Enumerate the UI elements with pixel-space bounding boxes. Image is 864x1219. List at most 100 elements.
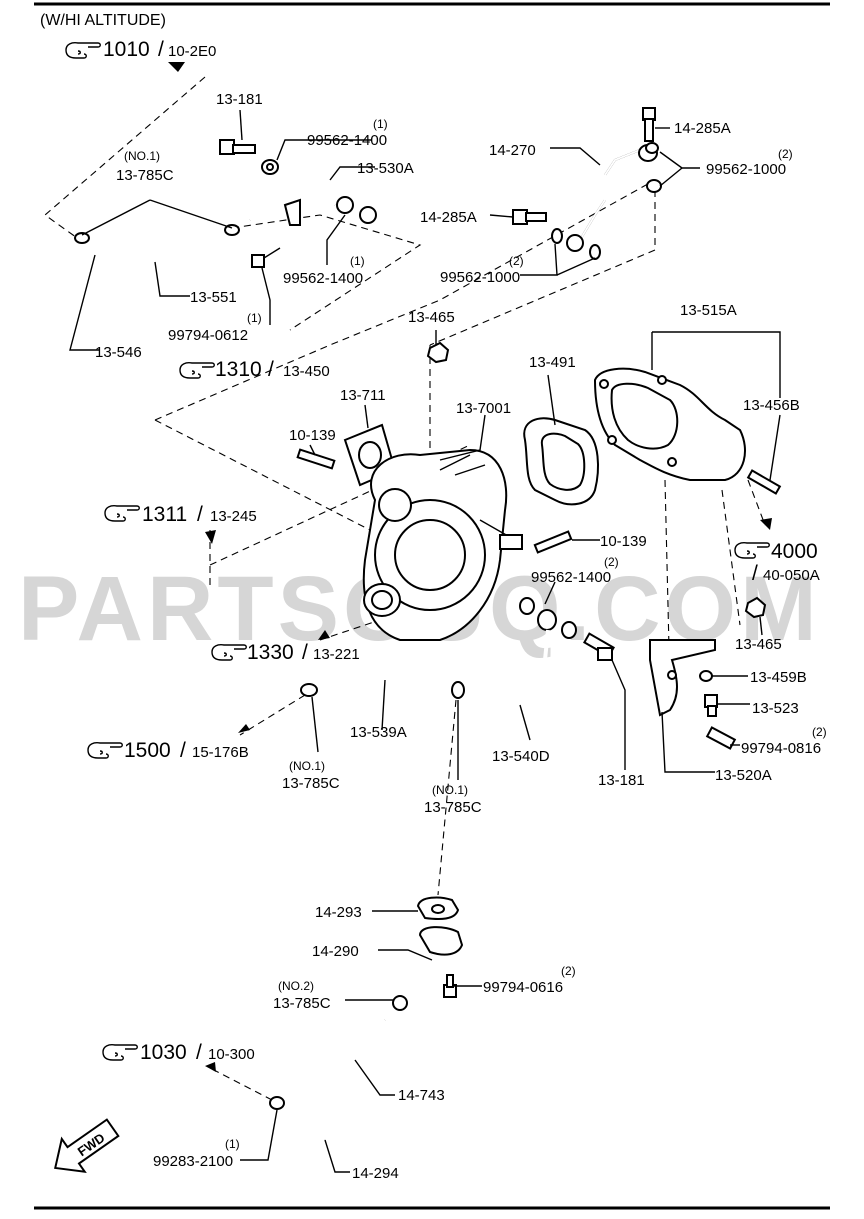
bolt-14-285a-top[interactable] [642, 107, 656, 142]
bolt-13-523[interactable] [704, 694, 718, 717]
arrowheads [168, 62, 772, 1072]
label-13-546: 13-546 [95, 344, 142, 361]
pointing-hand-icon [65, 42, 101, 59]
fwd-arrow: FWD [54, 1118, 120, 1173]
washer-99562-1400-top[interactable] [261, 159, 279, 175]
washers-99562-1000-low[interactable] [551, 228, 601, 260]
hose-13-551[interactable] [81, 236, 229, 270]
label-qty: (1) [247, 311, 262, 325]
label-99794-0816: 99794-0816 [741, 740, 821, 757]
label-qty: (1) [350, 254, 365, 268]
label-14-743: 14-743 [398, 1087, 445, 1104]
pipe-14-294[interactable] [295, 1115, 325, 1140]
ref-1330[interactable]: 1330 / 13-221 [211, 641, 360, 664]
label-13-181-low: 13-181 [598, 772, 645, 789]
pointing-hand-icon [179, 362, 215, 379]
label-14-290: 14-290 [312, 943, 359, 960]
pointing-hand-icon [211, 644, 247, 661]
ref-1500[interactable]: 1500 / 15-176B [87, 739, 249, 762]
clamp-13-785c-no2[interactable] [392, 995, 408, 1011]
ref-1311[interactable]: 1311 / 13-245 [104, 503, 257, 526]
gasket-14-293[interactable] [416, 896, 460, 920]
svg-text:/: / [752, 562, 758, 585]
label-no: (NO.1) [432, 783, 468, 797]
label-13-491: 13-491 [529, 354, 576, 371]
nut-13-465-right[interactable] [744, 596, 767, 619]
ref-sub: 10-300 [208, 1046, 255, 1063]
pointing-hand-icon [87, 742, 123, 759]
pipe-14-270[interactable] [566, 144, 658, 252]
label-13-181-top: 13-181 [216, 91, 263, 108]
gasket-13-491[interactable] [523, 417, 599, 506]
label-13-785c-no2: 13-785C [273, 995, 331, 1012]
washers-99562-1400-low[interactable] [519, 597, 577, 639]
label-99794-0616: 99794-0616 [483, 979, 563, 996]
bolt-13-181-top[interactable] [219, 139, 256, 155]
washers-99562-1000-right[interactable] [645, 142, 662, 193]
exhaust-outlet-13-515a[interactable] [593, 367, 746, 481]
label-13-459b: 13-459B [750, 669, 807, 686]
ref-main: 1500 [124, 739, 171, 762]
ref-sub: 15-176B [192, 744, 249, 761]
svg-text:/: / [180, 739, 186, 762]
washer-13-459b[interactable] [699, 670, 713, 682]
washer-99562-1400-mid[interactable] [336, 196, 377, 224]
label-qty: (1) [225, 1137, 240, 1151]
label-13-456b: 13-456B [743, 397, 800, 414]
label-13-530a: 13-530A [357, 160, 414, 177]
label-99283-2100: 99283-2100 [153, 1153, 233, 1170]
bolt-99794-0616[interactable] [443, 974, 457, 998]
ref-main: 4000 [771, 540, 818, 563]
ref-1310[interactable]: 1310 / 13-450 [179, 358, 330, 381]
stud-13-456b[interactable] [746, 469, 782, 495]
label-13-520a: 13-520A [715, 767, 772, 784]
label-99562-1000-right: 99562-1000 [706, 161, 786, 178]
bolt-99794-0816[interactable] [705, 726, 737, 750]
label-14-294: 14-294 [352, 1165, 399, 1182]
clamp-13-785c-mid-left[interactable] [300, 683, 318, 697]
label-14-293: 14-293 [315, 904, 362, 921]
pipe-14-290[interactable] [403, 926, 464, 1002]
ref-main: 1311 [142, 503, 187, 526]
pointing-hand-icon [104, 505, 140, 522]
bolt-13-181-low[interactable] [583, 632, 615, 661]
nut-13-465-top[interactable] [426, 341, 450, 364]
label-qty: (2) [778, 147, 793, 161]
label-13-785c-top: 13-785C [116, 167, 174, 184]
label-13-523: 13-523 [752, 700, 799, 717]
clamp-13-785c-top-left[interactable] [74, 232, 90, 244]
label-13-711: 13-711 [340, 387, 386, 404]
pipe-13-540d[interactable] [480, 629, 550, 697]
label-no: (NO.1) [289, 759, 325, 773]
pointing-hand-icon [102, 1044, 138, 1061]
label-99562-1400-low: 99562-1400 [531, 569, 611, 586]
label-99562-1400-top: 99562-1400 [307, 132, 387, 149]
hose-14-743[interactable] [320, 1016, 389, 1141]
label-13-7001: 13-7001 [456, 400, 511, 417]
ref-4000[interactable]: 4000 / 40-050A [734, 540, 820, 585]
bolt-14-285a-left[interactable] [512, 209, 547, 225]
label-14-285a-top: 14-285A [674, 120, 731, 137]
label-qty: (2) [604, 555, 619, 569]
clamp-99283-2100[interactable] [269, 1096, 285, 1110]
turbocharger-13-7001[interactable] [362, 448, 523, 641]
label-99794-0612: 99794-0612 [168, 327, 248, 344]
ref-1030[interactable]: 1030 / 10-300 [102, 1041, 255, 1064]
bracket-13-520a[interactable] [649, 639, 716, 717]
ref-sub: 10-2E0 [168, 43, 216, 60]
stud-10-139-right[interactable] [533, 530, 573, 554]
label-13-539a: 13-539A [350, 724, 407, 741]
label-qty: (2) [561, 964, 576, 978]
label-99562-1400-mid: 99562-1400 [283, 270, 363, 287]
stud-10-139-left[interactable] [296, 448, 336, 470]
ref-1010[interactable]: 1010 / 10-2E0 [65, 38, 216, 61]
clamp-13-785c-mid-right[interactable] [451, 681, 465, 699]
svg-text:/: / [268, 358, 274, 381]
hose-13-539a[interactable] [321, 671, 439, 694]
ref-main: 1330 [247, 641, 294, 664]
bolt-99794-0612[interactable] [251, 247, 281, 268]
label-13-540d: 13-540D [492, 748, 550, 765]
label-13-515a: 13-515A [680, 302, 737, 319]
pipe-13-530a[interactable] [249, 177, 337, 226]
